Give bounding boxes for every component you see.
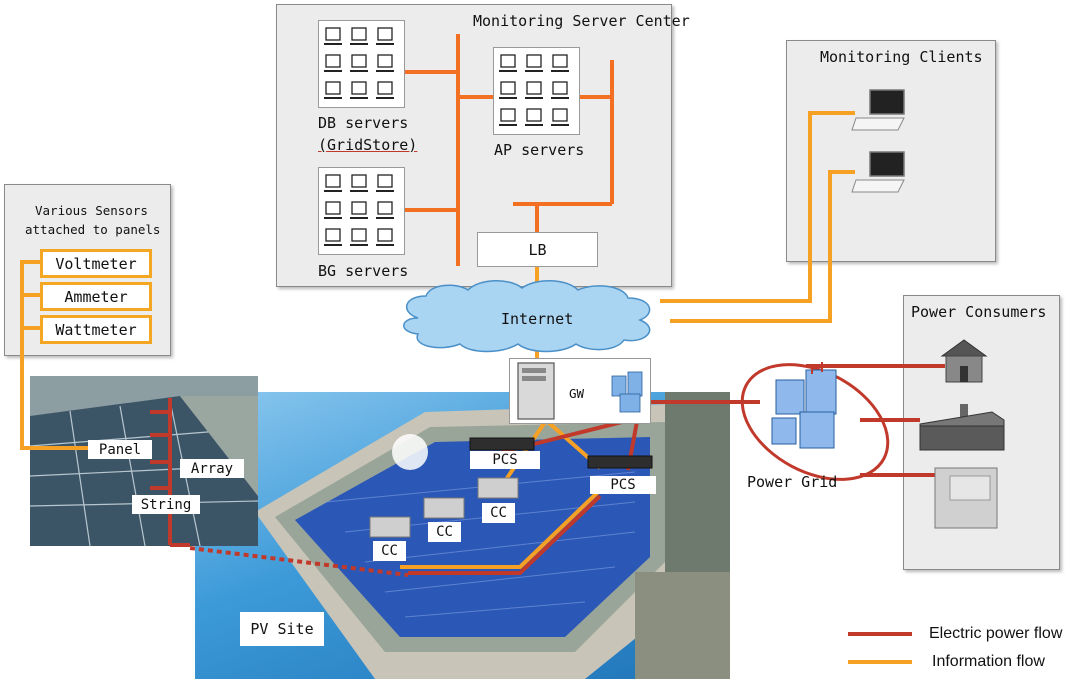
- internet-label: Internet: [501, 310, 574, 328]
- pcs-text-2: PCS: [610, 477, 636, 493]
- panel-array-photo: [30, 376, 258, 546]
- pv-site-label: PV Site: [250, 620, 314, 638]
- db-servers-icons: [324, 27, 394, 99]
- ap-servers-label: AP servers: [494, 141, 585, 159]
- gw-label: GW: [569, 386, 585, 401]
- lb-label: LB: [528, 240, 547, 259]
- string-label-box: String: [132, 495, 200, 514]
- ap-servers-rack: [493, 47, 580, 135]
- cc-text-2: CC: [436, 524, 453, 540]
- db-servers-label: DB servers: [318, 114, 409, 132]
- cc-label-3: CC: [373, 541, 406, 561]
- ammeter-label: Ammeter: [64, 287, 128, 306]
- db-gridstore-label: (GridStore): [318, 136, 418, 154]
- bg-servers-icons: [324, 174, 394, 246]
- bg-servers-label: BG servers: [318, 262, 409, 280]
- wattmeter-sensor: Wattmeter: [40, 315, 152, 344]
- panel-label: Panel: [98, 441, 142, 458]
- pv-site-illustration: [255, 392, 730, 679]
- sensors-title-line-2: attached to panels: [25, 222, 161, 237]
- wattmeter-label: Wattmeter: [55, 320, 137, 339]
- clients-title: Monitoring Clients: [820, 48, 983, 66]
- power-consumers-title: Power Consumers: [911, 303, 1047, 321]
- server-center-title: Monitoring Server Center: [473, 12, 690, 30]
- string-label: String: [140, 496, 192, 513]
- sensors-title-line-1: Various Sensors: [35, 203, 148, 218]
- panel-label-box: Panel: [88, 440, 152, 459]
- pcs-text-1: PCS: [492, 452, 518, 468]
- pcs-label-1: PCS: [470, 451, 540, 469]
- pcs-label-2: PCS: [590, 476, 656, 494]
- array-label: Array: [190, 460, 234, 477]
- legend-info-label: Information flow: [932, 653, 1045, 670]
- cc-text-3: CC: [381, 543, 398, 559]
- monitoring-clients-panel: [786, 40, 996, 262]
- voltmeter-sensor: Voltmeter: [40, 249, 152, 278]
- legend-electric-label: Electric power flow: [929, 625, 1063, 642]
- house-icon: [940, 339, 988, 383]
- load-balancer-box: LB: [477, 232, 598, 267]
- office-building-icon: [934, 467, 998, 529]
- cc-label-2: CC: [428, 522, 461, 542]
- ammeter-sensor: Ammeter: [40, 282, 152, 311]
- cc-text-1: CC: [490, 505, 507, 521]
- power-grid-label: Power Grid: [747, 473, 838, 491]
- cc-label-1: CC: [482, 503, 515, 523]
- bg-servers-rack: [318, 167, 405, 255]
- db-servers-rack: [318, 20, 405, 108]
- ap-servers-icons: [499, 54, 569, 126]
- factory-icon: [919, 404, 1005, 451]
- voltmeter-label: Voltmeter: [55, 254, 137, 273]
- pv-site-label-box: PV Site: [240, 612, 324, 646]
- array-label-box: Array: [180, 459, 244, 478]
